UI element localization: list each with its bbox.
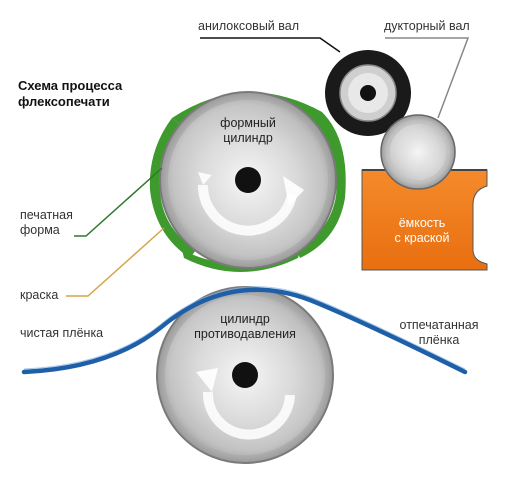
printing-form-label-line-1: печатная — [20, 208, 73, 222]
plate-cylinder-label: формный цилиндр — [198, 116, 298, 146]
printing-form-label: печатная форма — [20, 208, 73, 238]
clean-film-label: чистая плёнка — [20, 326, 104, 340]
impression-cylinder-label-line-1: цилиндр — [220, 312, 270, 326]
impression-rotation-arrow — [202, 391, 295, 440]
anilox-hub — [360, 85, 376, 101]
printed-film-label-line-1: отпечатанная — [399, 318, 479, 332]
title-line-1: Схема процесса — [18, 78, 123, 93]
title-line-2: флексопечати — [18, 94, 110, 109]
printing-form-label-line-2: форма — [20, 223, 60, 237]
ink-tank-label-line-2: с краской — [394, 231, 450, 245]
ink-tank-label: ёмкость с краской — [372, 216, 472, 246]
anilox-leader — [200, 37, 341, 53]
printing-form-plate-left — [149, 118, 196, 258]
printing-form-leader — [74, 167, 163, 237]
plate-cylinder-hub — [235, 167, 261, 193]
plate-cylinder-label-line-1: формный — [220, 116, 276, 130]
plate-cylinder-label-line-2: цилиндр — [223, 131, 273, 145]
ink-label: краска — [20, 288, 59, 302]
printing-form-bottom — [182, 250, 300, 272]
printing-form-plate — [172, 92, 346, 259]
printed-film-label-line-2: плёнка — [418, 333, 460, 347]
diagram-title: Схема процесса флексопечати — [18, 78, 122, 110]
ductor-label: дукторный вал — [384, 19, 470, 33]
impression-cylinder-hub — [232, 362, 258, 388]
ink-tank — [361, 169, 488, 271]
ink-leader — [66, 227, 165, 297]
ink-tank-label-line-1: ёмкость — [398, 216, 446, 230]
impression-cylinder-label-line-2: противодавления — [194, 327, 296, 341]
impression-cylinder-label: цилиндр противодавления — [180, 312, 310, 342]
film-web — [21, 287, 468, 375]
plate-rotation-arrowhead — [283, 176, 304, 206]
printed-film-label: отпечатанная плёнка — [384, 318, 494, 348]
anilox-label: анилоксовый вал — [198, 19, 300, 33]
impression-rotation-arrowhead — [196, 368, 218, 392]
plate-rotation-arrow — [197, 184, 297, 236]
ductor-leader — [385, 37, 470, 119]
